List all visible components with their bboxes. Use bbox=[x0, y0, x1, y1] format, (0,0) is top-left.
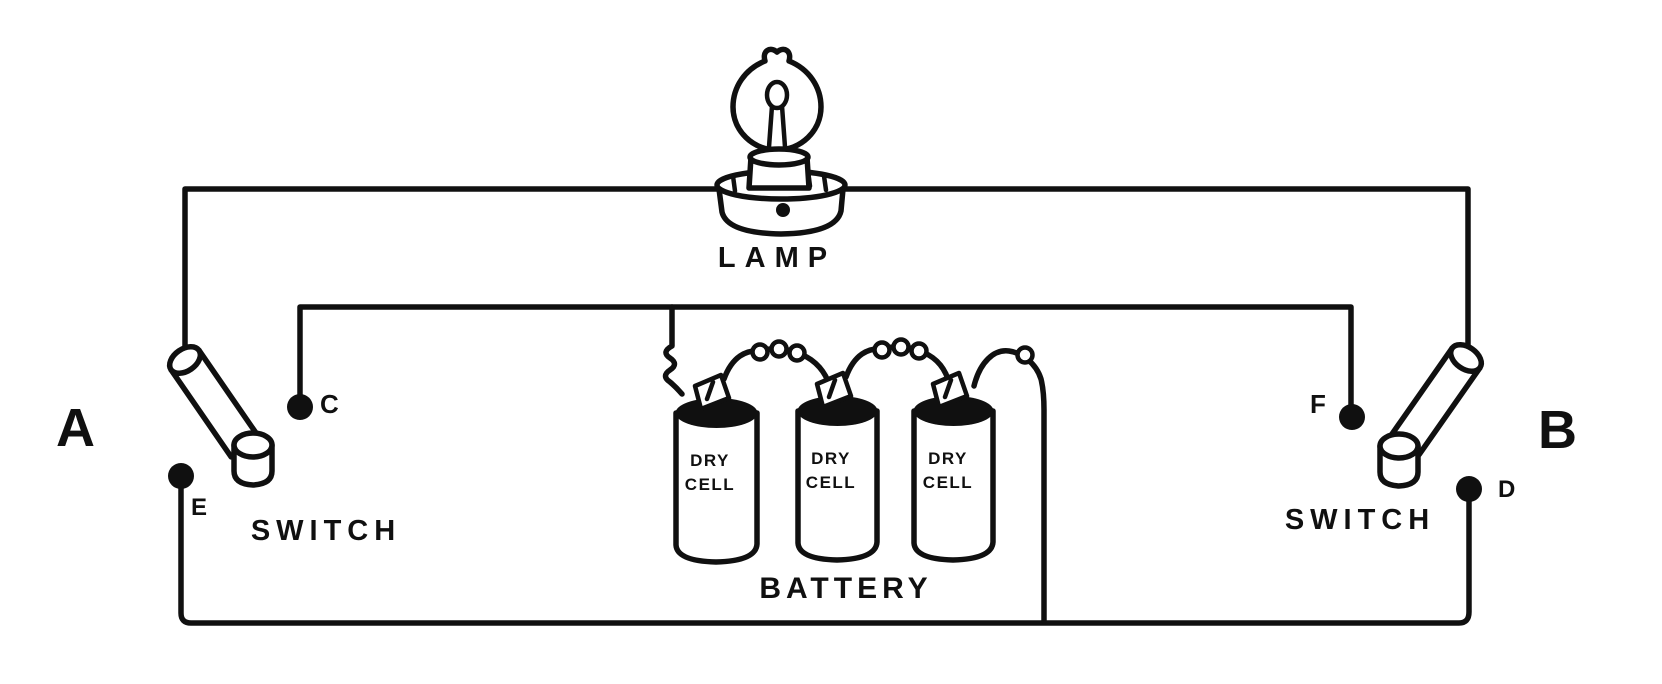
label-switch-a-id: A bbox=[56, 398, 95, 458]
dry-cell-2-cap bbox=[797, 396, 878, 426]
lamp-filament-legs bbox=[766, 103, 788, 150]
lamp-base-dot bbox=[776, 203, 790, 217]
label-terminal-f: F bbox=[1310, 389, 1326, 419]
terminal-f-dot bbox=[1339, 404, 1365, 430]
wire-inner-bus bbox=[297, 304, 1354, 419]
wire-battery-feed bbox=[662, 304, 685, 397]
lamp-collar-top bbox=[747, 146, 811, 168]
switch-b-lever-top bbox=[1447, 341, 1485, 375]
switch-a-pivot-top bbox=[231, 430, 275, 460]
label-terminal-e: E bbox=[191, 494, 207, 521]
dry-cell-2: DRY CELL bbox=[795, 370, 880, 563]
dry-cell-3-terminal-slot bbox=[942, 377, 954, 400]
switch-a-lever-top bbox=[166, 344, 204, 376]
dry-cell-3: DRY CELL bbox=[911, 370, 996, 563]
dry-cell-3-cap bbox=[913, 396, 994, 426]
wire-coil-loop bbox=[891, 337, 911, 357]
dry-cell-1-label-line1: DRY bbox=[690, 451, 730, 470]
label-switch-b-id: B bbox=[1538, 400, 1577, 460]
switch-b bbox=[1377, 341, 1485, 489]
terminal-d-dot bbox=[1456, 476, 1482, 502]
label-switch-a: SWITCH bbox=[251, 515, 401, 547]
dry-cell-1-terminal bbox=[692, 372, 732, 412]
dry-cell-1-cap bbox=[675, 398, 758, 428]
switch-a bbox=[166, 344, 275, 488]
label-terminal-d: D bbox=[1498, 476, 1515, 503]
label-lamp: LAMP bbox=[718, 242, 836, 274]
wire-coil-loop bbox=[750, 342, 770, 362]
terminal-e-dot bbox=[168, 463, 194, 489]
lamp bbox=[714, 46, 848, 237]
wire-coil-loop bbox=[1015, 345, 1035, 365]
switch-b-pivot-top bbox=[1377, 431, 1421, 461]
dry-cell-1-label-line2: CELL bbox=[685, 475, 735, 494]
dry-cell-2-body bbox=[795, 408, 880, 563]
dry-cell-3-label-line1: DRY bbox=[928, 449, 968, 468]
wire-coil-loop bbox=[769, 339, 789, 359]
dry-cell-3-terminal bbox=[930, 370, 970, 410]
wire-coil-loop bbox=[872, 340, 892, 360]
dry-cell-3-body bbox=[911, 408, 996, 563]
wire-coil-loop bbox=[787, 343, 807, 363]
dry-cell-2-terminal-slot bbox=[826, 377, 838, 400]
wire-coil-loop bbox=[909, 341, 929, 361]
terminal-c-dot bbox=[287, 394, 313, 420]
label-switch-b: SWITCH bbox=[1285, 504, 1435, 536]
dry-cell-1: DRY CELL bbox=[673, 372, 760, 565]
dry-cell-2-label-line2: CELL bbox=[806, 473, 856, 492]
dry-cell-3-label-line2: CELL bbox=[923, 473, 973, 492]
dry-cell-1-terminal-slot bbox=[704, 379, 716, 402]
dry-cell-1-body bbox=[673, 410, 760, 565]
label-battery: BATTERY bbox=[759, 572, 932, 605]
dry-cell-2-terminal bbox=[814, 370, 854, 410]
dry-cell-2-label-line1: DRY bbox=[811, 449, 851, 468]
lamp-filament-loop bbox=[764, 79, 790, 111]
wire-bottom-return bbox=[178, 475, 1472, 626]
label-terminal-c: C bbox=[320, 389, 339, 419]
